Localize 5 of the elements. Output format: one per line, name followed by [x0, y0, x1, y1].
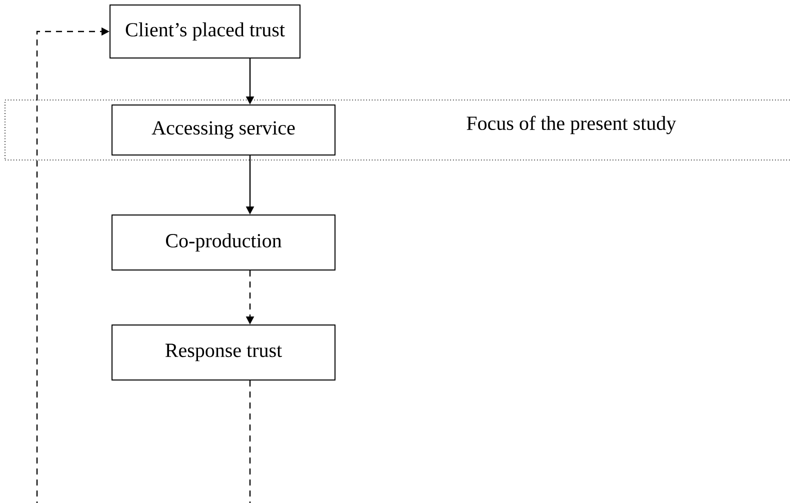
- arrow: [36, 27, 251, 503]
- process-box: Client’s placed trust: [110, 4, 300, 58]
- process-box: Co-production: [112, 214, 336, 270]
- process-box: Response trust: [112, 324, 336, 380]
- process-box: Accessing service: [112, 104, 336, 156]
